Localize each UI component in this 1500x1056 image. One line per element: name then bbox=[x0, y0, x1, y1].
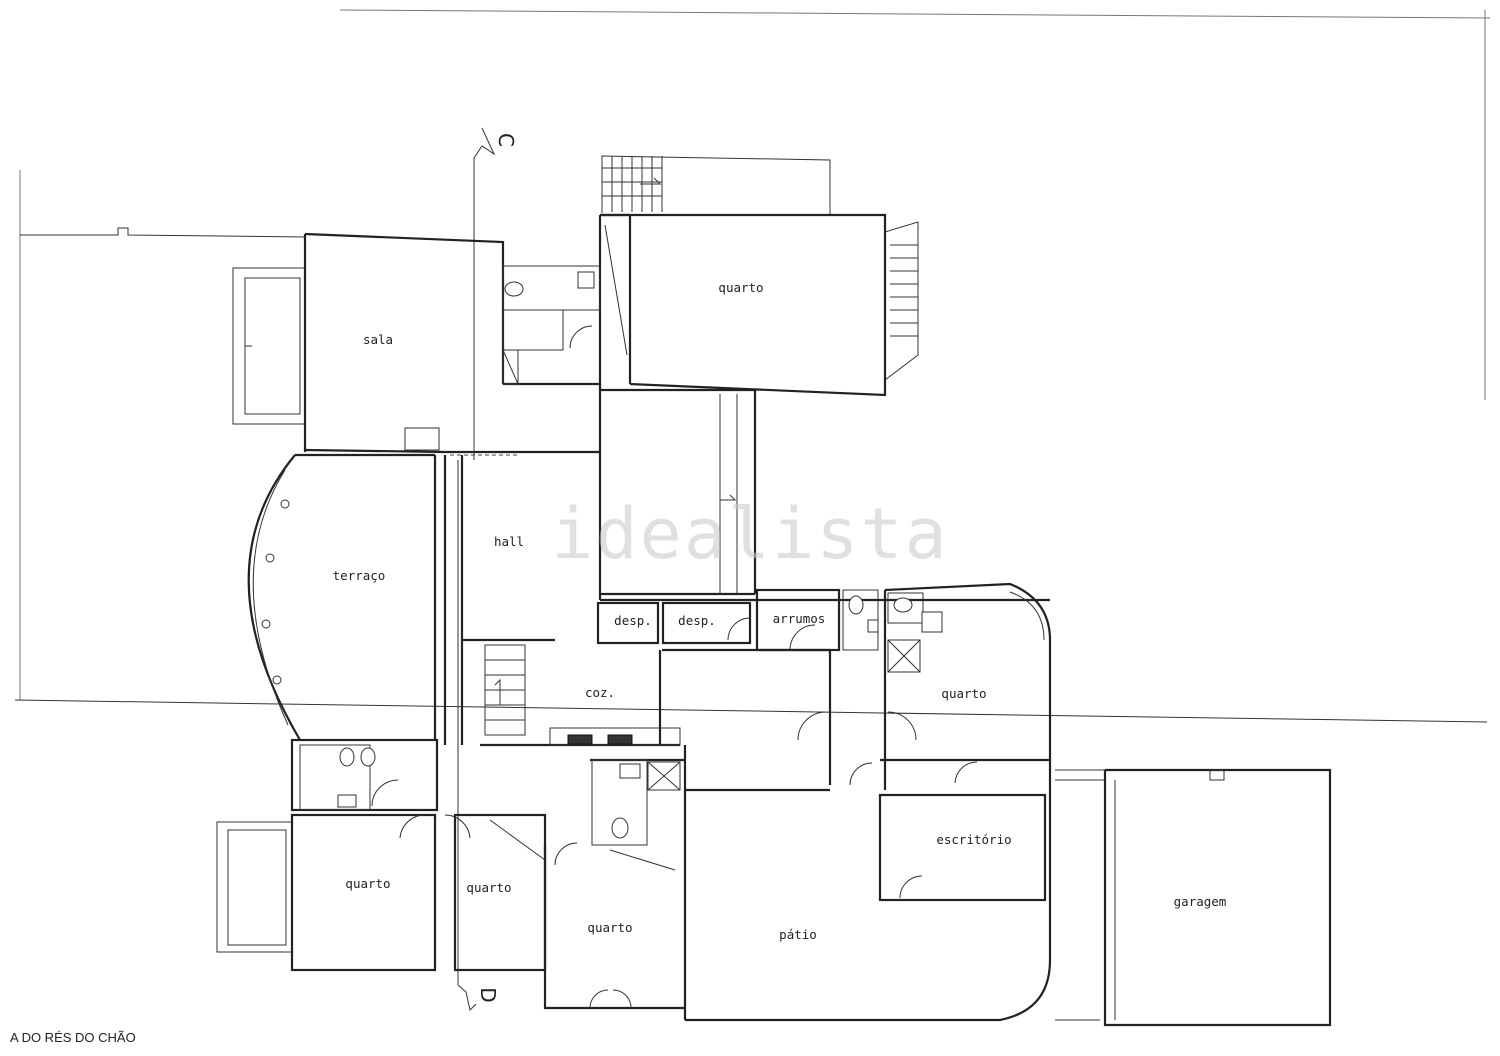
west-balcony-north bbox=[232, 267, 306, 425]
section-mark-d: D bbox=[476, 987, 500, 1002]
room-label-patio: pátio bbox=[779, 927, 817, 942]
east-wing-walls bbox=[797, 582, 1052, 900]
west-balcony-south bbox=[216, 821, 293, 953]
room-label-quarto-s: quarto bbox=[587, 920, 632, 935]
room-label-terraco: terraço bbox=[333, 568, 386, 583]
room-label-desp-1: desp. bbox=[614, 613, 652, 628]
room-label-garagem: garagem bbox=[1174, 894, 1227, 909]
property-boundary bbox=[14, 227, 1488, 723]
watermark-text: idealista bbox=[551, 493, 948, 575]
sheet-caption: A DO RÉS DO CHÃO bbox=[10, 1030, 136, 1045]
room-label-quarto-sw: quarto bbox=[345, 876, 390, 891]
room-label-desp-2: desp. bbox=[678, 613, 716, 628]
section-mark-c: C bbox=[494, 133, 518, 147]
room-label-sala: sala bbox=[363, 332, 393, 347]
east-stair bbox=[884, 221, 919, 381]
terrace-curve bbox=[247, 427, 440, 741]
room-label-quarto-north: quarto bbox=[718, 280, 763, 295]
room-label-arrumos: arrumos bbox=[773, 611, 826, 626]
central-walls bbox=[443, 384, 757, 745]
room-label-escritorio: escritório bbox=[936, 832, 1011, 847]
room-label-quarto-s-mid: quarto bbox=[466, 880, 511, 895]
north-bathroom bbox=[502, 265, 601, 385]
room-label-hall: hall bbox=[494, 534, 524, 549]
garage-walls bbox=[1055, 768, 1332, 1027]
room-label-quarto-east: quarto bbox=[941, 686, 986, 701]
north-balcony bbox=[601, 155, 831, 215]
patio-walls bbox=[683, 745, 1052, 1022]
south-west-walls bbox=[290, 738, 685, 1010]
section-line-cd bbox=[457, 127, 496, 1011]
office-walls bbox=[878, 793, 1047, 902]
stair-and-kitchen bbox=[462, 638, 830, 747]
sheet-top-edge bbox=[339, 9, 1491, 19]
room-label-coz: coz. bbox=[585, 685, 615, 700]
